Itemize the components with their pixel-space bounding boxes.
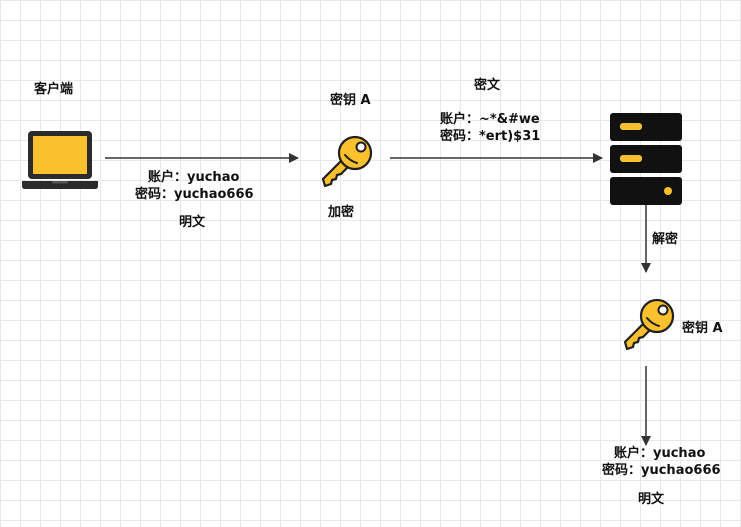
encrypt-action-label: 加密 [328, 205, 355, 220]
result-caption: 明文 [638, 492, 665, 507]
result-password: 密码：yuchao666 [602, 463, 721, 478]
ciphertext-caption: 密文 [474, 78, 501, 93]
ciphertext-password: 密码：*ert)$31 [440, 129, 541, 144]
key-icon [623, 298, 675, 351]
laptop-icon [22, 131, 98, 189]
plaintext-caption: 明文 [179, 215, 206, 230]
server-icon [610, 113, 682, 205]
decrypt-key-label: 密钥 A [682, 321, 723, 336]
ciphertext-account: 账户：~*&#we [440, 112, 540, 127]
client-label: 客户端 [34, 82, 74, 97]
key-icon [321, 135, 373, 188]
plaintext-password: 密码：yuchao666 [135, 187, 254, 202]
result-account: 账户：yuchao [614, 446, 706, 461]
encrypt-key-label: 密钥 A [330, 93, 371, 108]
decrypt-action-label: 解密 [652, 232, 679, 247]
plaintext-account: 账户：yuchao [148, 170, 240, 185]
